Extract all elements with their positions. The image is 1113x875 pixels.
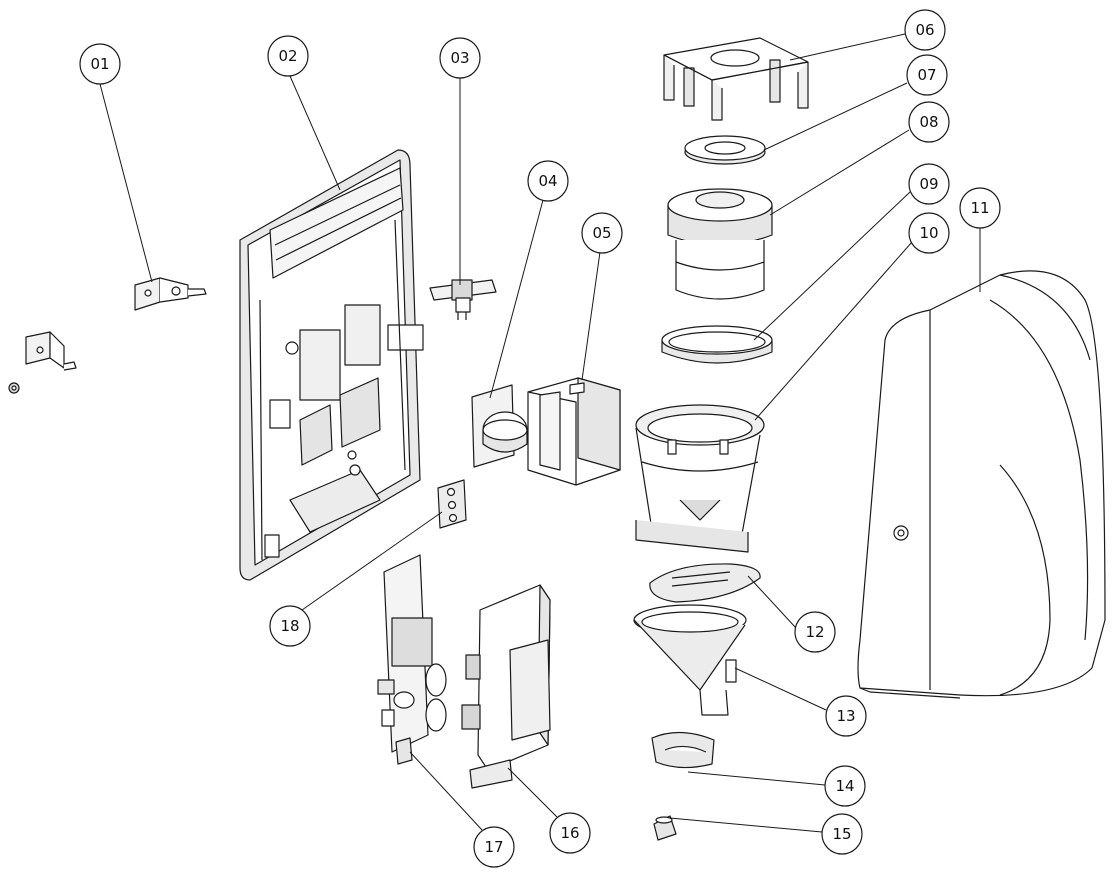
part-07-ring [685,136,765,164]
svg-text:03: 03 [450,49,469,67]
part-15-cap [654,816,676,840]
leader-04 [489,199,544,399]
svg-text:04: 04 [538,172,557,190]
leader-16 [507,767,558,818]
callout-14: 14 [824,765,866,807]
callout-13: 13 [825,695,867,737]
svg-text:13: 13 [836,707,855,725]
part-16-module-box [462,585,550,788]
part-14-clip [652,732,714,767]
callout-12: 12 [794,611,836,653]
callout-15: 15 [821,813,863,855]
callout-02: 02 [267,35,309,77]
leader-15 [669,817,823,833]
callout-01: 01 [79,43,121,85]
callout-09: 09 [908,163,950,205]
svg-text:16: 16 [560,824,579,842]
leader-14 [687,771,826,786]
leader-10 [754,241,913,421]
part-11-front-cover [858,271,1105,698]
part-06-top-frame [664,38,808,120]
svg-text:07: 07 [917,66,936,84]
svg-text:14: 14 [835,777,854,795]
svg-text:11: 11 [970,199,989,217]
callout-16: 16 [549,812,591,854]
leader-lines [99,33,981,833]
callout-08: 08 [908,101,950,143]
svg-text:09: 09 [919,175,938,193]
svg-text:01: 01 [90,55,109,73]
leader-06 [789,33,906,61]
leader-13 [734,667,827,711]
part-10-housing [636,405,764,552]
part-08-motor [668,189,772,299]
svg-text:12: 12 [805,623,824,641]
leader-18 [301,511,443,611]
leader-12 [747,575,797,629]
part-03-switch [430,280,496,320]
leader-01 [99,83,153,283]
svg-text:15: 15 [832,825,851,843]
svg-text:05: 05 [592,224,611,242]
leader-02 [289,75,341,191]
svg-text:18: 18 [280,617,299,635]
part-12-plate [650,564,760,602]
callout-11: 11 [959,187,1001,229]
part-18-terminal-block [438,480,466,528]
callout-07: 07 [906,54,948,96]
svg-text:08: 08 [919,113,938,131]
part-09-band [662,326,772,363]
part-05-cover-box [528,378,620,485]
callout-06: 06 [904,9,946,51]
leader-09 [753,191,911,341]
leader-17 [409,751,483,831]
svg-text:02: 02 [278,47,297,65]
callout-17: 17 [473,826,515,868]
leader-05 [581,251,601,381]
leader-07 [763,82,908,151]
svg-text:06: 06 [915,21,934,39]
part-13-funnel [634,605,746,715]
callout-03: 03 [439,37,481,79]
part-02-back-plate [240,150,423,580]
callout-10: 10 [908,212,950,254]
leader-08 [769,129,910,216]
callout-18: 18 [269,605,311,647]
svg-text:10: 10 [919,224,938,242]
part-04-coil-board [472,385,527,467]
svg-text:17: 17 [484,838,503,856]
part-17-circuit-board [378,555,446,764]
callout-05: 05 [581,212,623,254]
part-01-bracket [9,278,206,393]
callout-04: 04 [527,160,569,202]
